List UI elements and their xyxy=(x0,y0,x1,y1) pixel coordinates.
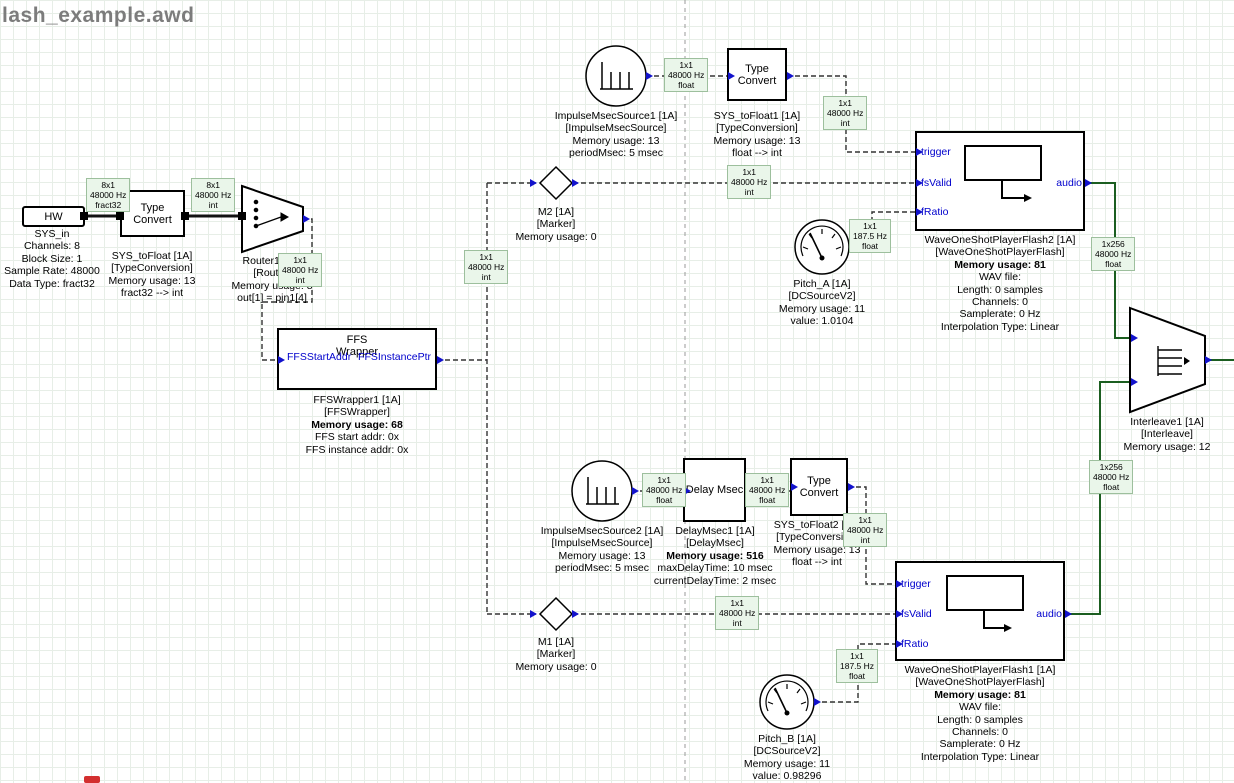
interleave-label: Interleave1 [1A] [Interleave] Memory usa… xyxy=(1123,416,1211,453)
port-audio: audio xyxy=(1056,177,1082,189)
impulse2-label: ImpulseMsecSource2 [1A] [ImpulseMsecSour… xyxy=(540,525,664,575)
port-fsvalid: fsValid xyxy=(901,608,932,620)
port-trigger: trigger xyxy=(901,578,931,590)
impulse-train-icon xyxy=(586,477,619,505)
port-ffsstartaddr: FFSStartAddr xyxy=(287,351,352,363)
gauge-pivot xyxy=(784,710,790,716)
port-ffsinstanceptr: FFSInstancePtr xyxy=(358,351,431,363)
type-convert-box-label: Type Convert xyxy=(133,201,172,226)
sys-in-block[interactable]: HW xyxy=(22,206,85,227)
flash2-label: WaveOneShotPlayerFlash2 [1A] [WaveOneSho… xyxy=(924,234,1076,333)
pitch-b-label: Pitch_B [1A] [DCSourceV2] Memory usage: … xyxy=(743,733,831,783)
gauge-icon xyxy=(800,225,844,259)
type-convert-left-block[interactable]: Type Convert xyxy=(120,190,185,237)
impulse-train-icon xyxy=(600,62,633,90)
impulse1-block[interactable] xyxy=(585,45,647,107)
port-trigger: trigger xyxy=(921,146,951,158)
sys-in-label: SYS_in Channels: 8 Block Size: 1 Sample … xyxy=(4,228,100,290)
type-convert-bottom-label: SYS_toFloat2 [1A] [TypeConversion] Memor… xyxy=(773,519,861,569)
type-convert-box-label: Type Convert xyxy=(737,62,777,87)
router-block[interactable] xyxy=(241,184,304,254)
delay-box-label: Delay Msec xyxy=(685,484,744,496)
interleave-block[interactable] xyxy=(1129,306,1206,414)
m1-label: M1 [1A] [Marker] Memory usage: 0 xyxy=(515,636,597,673)
ffs-wrapper-box-label: FFS Wrapper xyxy=(336,334,378,358)
file-title: lash_example.awd xyxy=(2,4,195,27)
ffs-wrapper-block[interactable] xyxy=(277,328,437,390)
type-convert-box-label: Type Convert xyxy=(799,475,839,499)
sys-in-box-label: HW xyxy=(44,210,63,223)
m2-label: M2 [1A] [Marker] Memory usage: 0 xyxy=(515,206,597,243)
wire-flash1-audio[interactable] xyxy=(1065,381,1131,615)
type-convert-bottom-block[interactable]: Type Convert xyxy=(790,458,848,516)
gauge-pivot xyxy=(819,255,825,261)
router-label: Router1 [1A] [Router] Memory usage: 8 ou… xyxy=(231,255,313,305)
m2-marker-diamond[interactable] xyxy=(538,165,574,201)
flash1-label: WaveOneShotPlayerFlash1 [1A] [WaveOneSho… xyxy=(904,664,1056,763)
router-icon xyxy=(253,199,290,229)
ffs-wrapper-label: FFSWrapper1 [1A] [FFSWrapper] Memory usa… xyxy=(305,394,409,456)
scrollbar-marker[interactable] xyxy=(84,776,100,783)
wire-router-ffs[interactable] xyxy=(261,218,313,361)
type-convert-top-label: SYS_toFloat1 [1A] [TypeConversion] Memor… xyxy=(713,110,801,160)
type-convert-top-block[interactable]: Type Convert xyxy=(727,48,787,101)
type-convert-left-label: SYS_toFloat [1A] [TypeConversion] Memory… xyxy=(108,250,196,300)
impulse1-label: ImpulseMsecSource1 [1A] [ImpulseMsecSour… xyxy=(554,110,678,160)
port-fsvalid: fsValid xyxy=(921,177,952,189)
port-fratio: fRatio xyxy=(901,638,929,650)
port-audio: audio xyxy=(1036,608,1062,620)
pitch-a-label: Pitch_A [1A] [DCSourceV2] Memory usage: … xyxy=(778,278,866,328)
impulse2-block[interactable] xyxy=(571,460,633,522)
gauge-icon xyxy=(765,680,809,714)
delay-label: DelayMsec1 [1A] [DelayMsec] Memory usage… xyxy=(653,525,777,587)
interleave-icon xyxy=(1157,346,1190,376)
port-fratio: fRatio xyxy=(921,206,949,218)
delay-msec-block[interactable]: Delay Msec xyxy=(683,458,746,522)
m1-marker-diamond[interactable] xyxy=(538,596,574,632)
